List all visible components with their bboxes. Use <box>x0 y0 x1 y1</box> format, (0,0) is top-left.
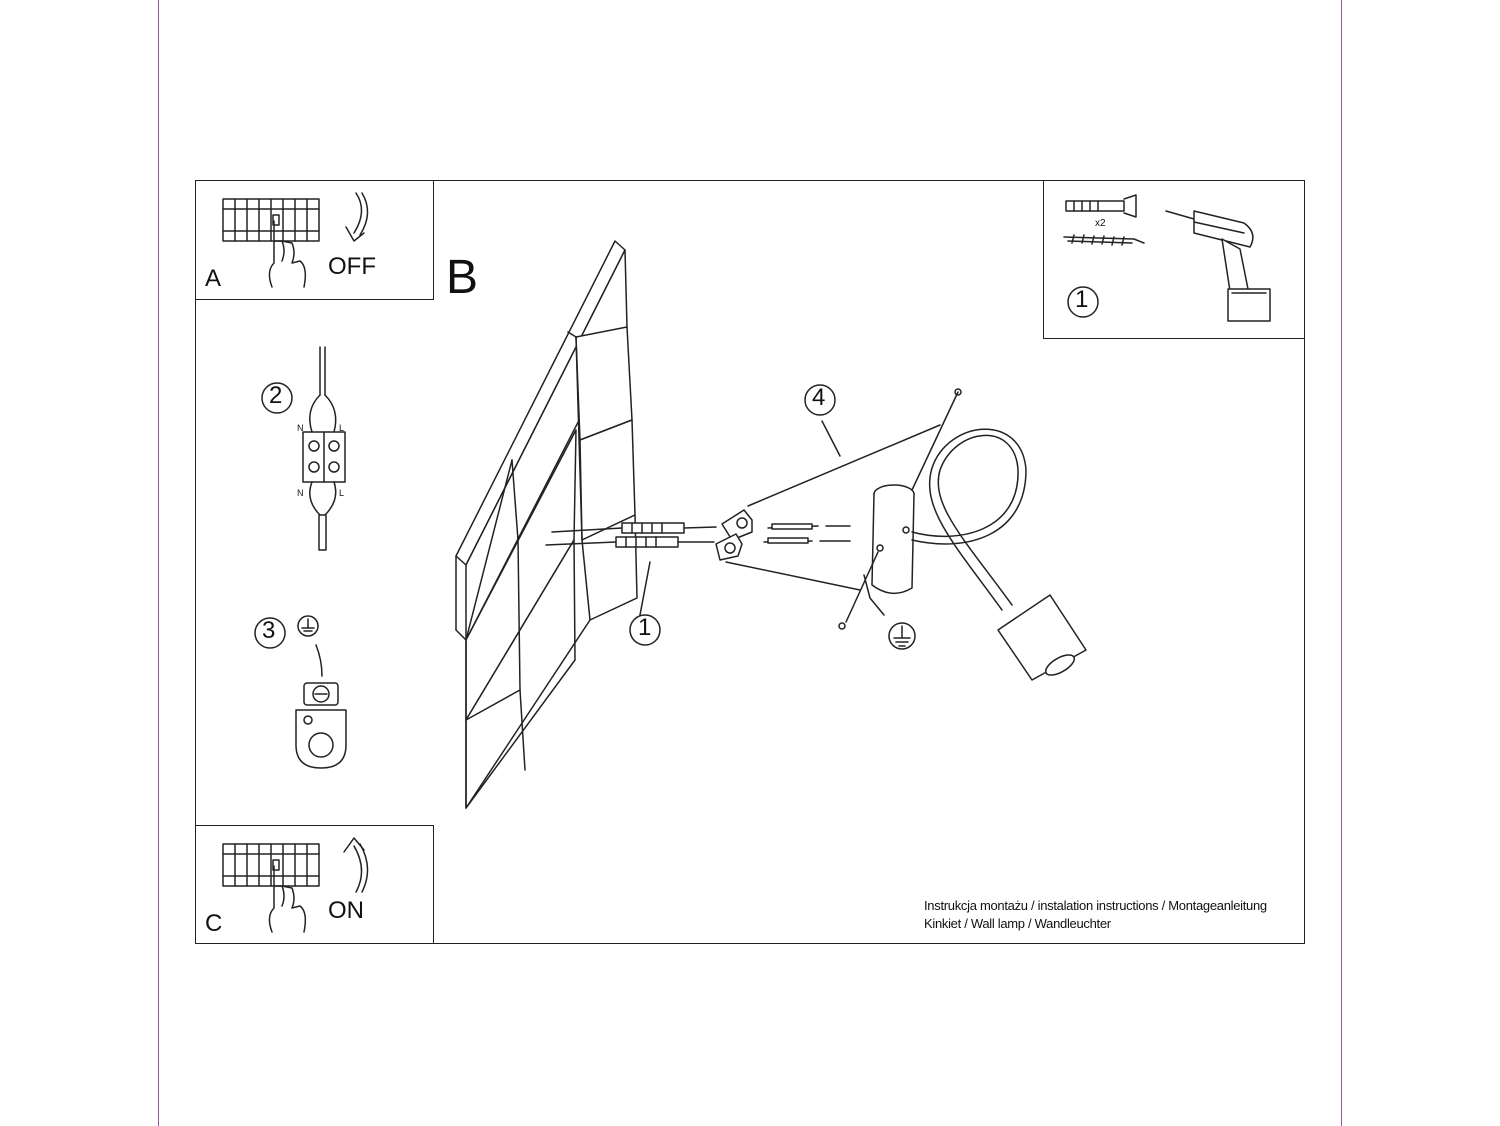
footer-line-2: Kinkiet / Wall lamp / Wandleuchter <box>924 916 1111 931</box>
dowel-icon <box>1065 194 1137 218</box>
footer-caption: Instrukcja montażu / instalation instruc… <box>924 897 1267 933</box>
lamp-canopy-icon <box>871 484 915 594</box>
dowels-screws-icon <box>545 522 717 548</box>
instruction-frame <box>195 180 1305 944</box>
step-mount-label: 4 <box>812 384 826 411</box>
panel-c-letter: C <box>205 910 223 937</box>
drill-icon <box>1165 210 1271 322</box>
step-circle-1 <box>629 614 661 646</box>
arrow-down-icon <box>345 192 369 242</box>
wiring-step: 2 <box>269 382 283 409</box>
tools-step: 1 <box>1075 286 1089 313</box>
ground-terminal-icon <box>254 615 347 769</box>
tools-count: x2 <box>1095 218 1106 229</box>
mounting-bracket-icon <box>715 509 753 561</box>
wiring-n-bottom: N <box>297 488 304 498</box>
arrow-up-icon <box>343 837 369 893</box>
page-border-left <box>158 0 159 1126</box>
page-border-right <box>1341 0 1342 1126</box>
lamp-shade-icon <box>997 594 1087 681</box>
wiring-n-top: N <box>297 423 304 433</box>
screw-icon <box>1063 234 1145 246</box>
step-circle-4 <box>804 384 836 416</box>
footer-line-1: Instrukcja montażu / instalation instruc… <box>924 898 1267 913</box>
wiring-l-bottom: L <box>339 488 345 498</box>
fuse-box-icon <box>222 198 320 242</box>
hand-icon <box>268 865 307 933</box>
panel-a-letter: A <box>205 265 222 292</box>
wall-tiles-icon <box>455 240 638 809</box>
wiring-connector-icon <box>261 346 346 551</box>
panel-a-power-off: A OFF <box>195 180 434 300</box>
panel-c-word: ON <box>328 897 364 924</box>
tools-panel: x2 1 <box>1043 180 1305 339</box>
hand-icon <box>268 220 307 288</box>
step-circle-tools <box>1067 286 1099 318</box>
ground-step: 3 <box>262 617 276 644</box>
step-fix-label: 1 <box>638 614 652 641</box>
fuse-box-icon <box>222 843 320 887</box>
panel-b-letter: B <box>446 251 479 304</box>
panel-c-power-on: C ON <box>195 825 434 944</box>
wiring-l-top: L <box>339 423 345 433</box>
lamp-arm-icon <box>911 428 1027 611</box>
ground-symbol-icon <box>888 622 916 650</box>
panel-a-word: OFF <box>328 253 376 280</box>
